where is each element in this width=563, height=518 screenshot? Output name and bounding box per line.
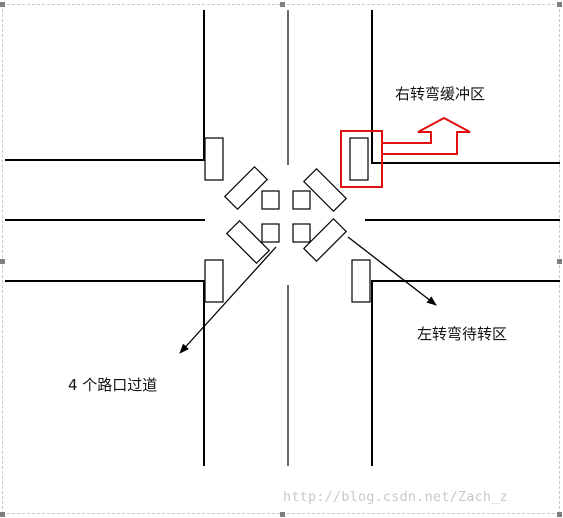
waiting-box-north-east bbox=[349, 137, 369, 181]
road-edge-top-right bbox=[371, 10, 560, 164]
crosswalk-square-top-right bbox=[292, 190, 311, 210]
resize-handle-top-left[interactable] bbox=[0, 2, 5, 7]
resize-handle-bottom-center[interactable] bbox=[280, 512, 285, 517]
left-turn-waiting-label: 左转弯待转区 bbox=[417, 325, 508, 343]
resize-handle-top-right[interactable] bbox=[557, 2, 562, 7]
resize-handle-middle-left[interactable] bbox=[0, 259, 5, 264]
road-edge-bottom-left bbox=[5, 280, 205, 466]
crosswalk-square-bottom-right bbox=[292, 223, 311, 243]
red-callout-arrow bbox=[381, 116, 471, 155]
crosswalk-square-bottom-left bbox=[261, 223, 280, 243]
resize-handle-top-center[interactable] bbox=[280, 2, 285, 7]
resize-handle-bottom-left[interactable] bbox=[0, 512, 5, 517]
right-turn-buffer-label: 右转弯缓冲区 bbox=[395, 85, 486, 103]
waiting-box-north-west bbox=[204, 137, 224, 181]
resize-handle-bottom-right[interactable] bbox=[557, 512, 562, 517]
waiting-box-south-east bbox=[351, 259, 371, 303]
left-turn-pointer-arrow bbox=[347, 236, 437, 306]
left-turn-box-north-west bbox=[223, 165, 269, 211]
right-turn-buffer-highlight bbox=[340, 130, 383, 188]
road-edge-top-left bbox=[5, 10, 205, 161]
watermark-text: http://blog.csdn.net/Zach_z bbox=[283, 489, 508, 505]
crosswalks-label: 4 个路口过道 bbox=[68, 376, 158, 394]
waiting-box-south-west bbox=[204, 259, 224, 303]
left-turn-box-south-west bbox=[225, 219, 271, 265]
left-turn-box-north-east bbox=[302, 167, 348, 213]
road-edge-bottom-right bbox=[371, 280, 560, 466]
resize-handle-middle-right[interactable] bbox=[557, 259, 562, 264]
crosswalk-square-top-left bbox=[261, 190, 280, 210]
crosswalk-pointer-arrow bbox=[179, 246, 277, 354]
left-turn-box-south-east bbox=[302, 217, 348, 263]
